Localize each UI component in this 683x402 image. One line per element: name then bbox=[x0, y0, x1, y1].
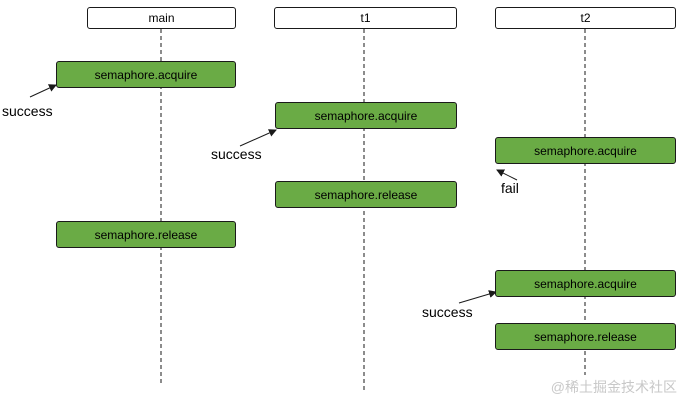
fail-arrow-t2 bbox=[496, 169, 518, 181]
lane-header-t2: t2 bbox=[495, 7, 676, 29]
t1-acquire-result-label: success bbox=[211, 146, 262, 162]
lane-header-t1: t1 bbox=[274, 7, 457, 29]
success-arrow-t2 bbox=[458, 290, 497, 304]
t2-acquire-success-box: semaphore.acquire bbox=[495, 270, 676, 297]
t2-acquire-success-result-label: success bbox=[422, 304, 473, 320]
watermark-text: @稀土掘金技术社区 bbox=[550, 379, 677, 395]
main-release-box: semaphore.release bbox=[56, 221, 236, 248]
t2-acquire-fail-result-label: fail bbox=[501, 180, 519, 196]
t1-acquire-box: semaphore.acquire bbox=[275, 102, 457, 129]
t2-acquire-fail-box: semaphore.acquire bbox=[495, 137, 676, 164]
t2-release-box: semaphore.release bbox=[495, 323, 676, 350]
success-arrow-t1 bbox=[239, 129, 277, 147]
success-arrow-main bbox=[29, 84, 57, 98]
lane-header-main: main bbox=[87, 7, 236, 29]
main-acquire-box: semaphore.acquire bbox=[56, 61, 236, 88]
main-acquire-result-label: success bbox=[2, 103, 53, 119]
t1-release-box: semaphore.release bbox=[275, 181, 457, 208]
